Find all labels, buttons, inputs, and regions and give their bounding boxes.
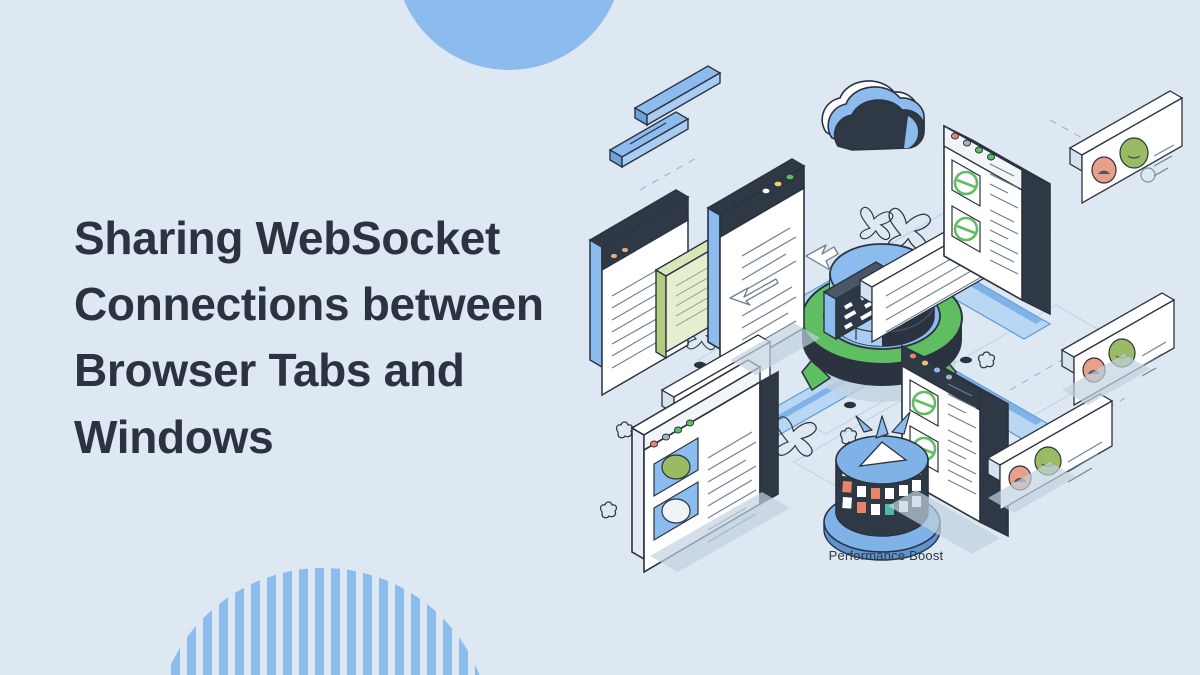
- cloud-icon: [821, 80, 925, 151]
- page-title: Sharing WebSocket Connections between Br…: [74, 212, 544, 463]
- hero-illustration: [580, 60, 1200, 600]
- floating-bar-icon: [608, 65, 722, 169]
- performance-boost-label: Performance Boost: [828, 548, 944, 563]
- decorative-striped-circle: [155, 568, 491, 675]
- browser-window-top-right: [943, 124, 1051, 316]
- message-card-far-right: [1068, 90, 1184, 205]
